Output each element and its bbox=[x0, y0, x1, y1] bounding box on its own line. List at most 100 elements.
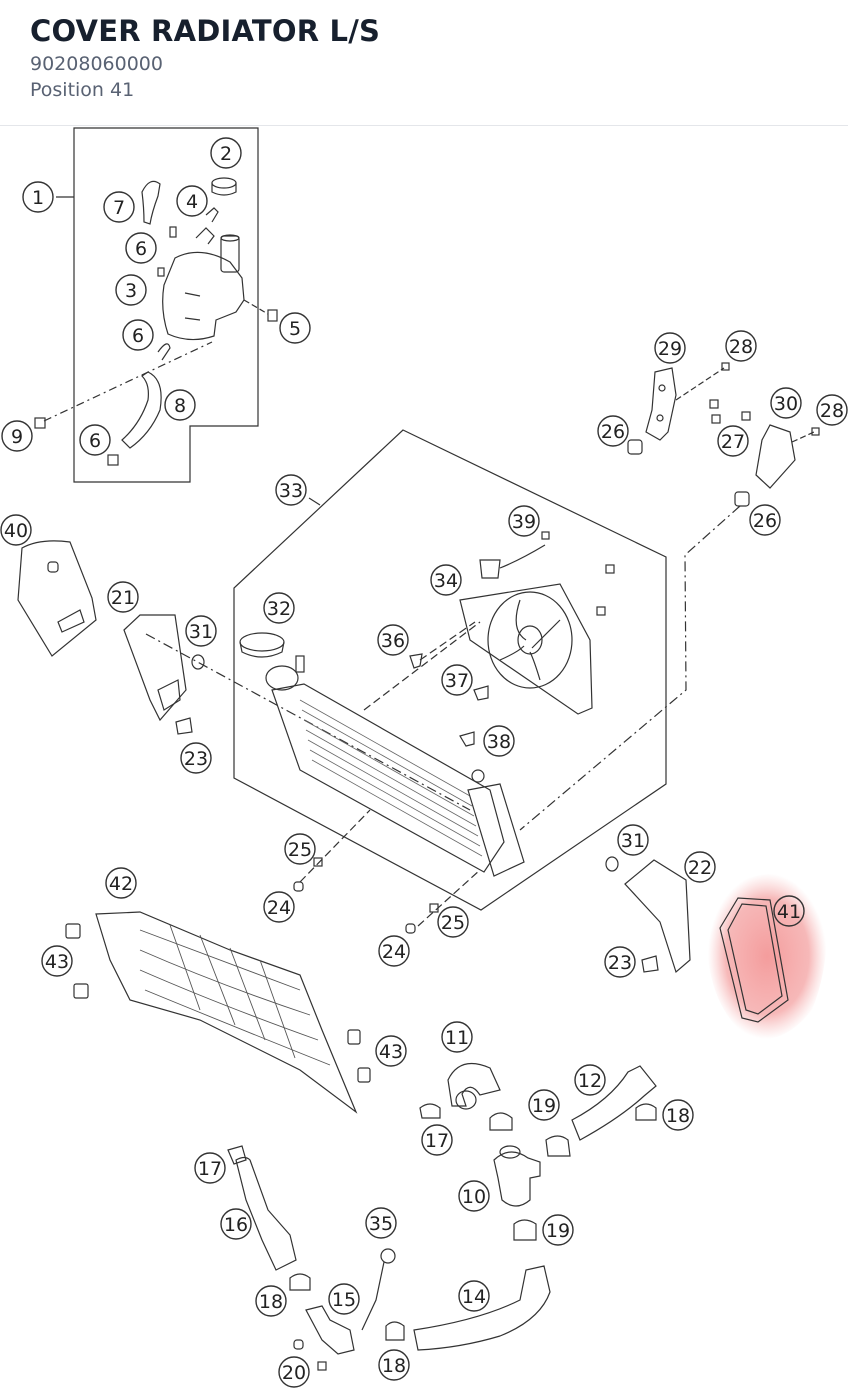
callout-circle bbox=[378, 935, 410, 967]
part-22-cover bbox=[624, 859, 691, 974]
callout-10: 10 bbox=[458, 1180, 490, 1212]
part-32-cap bbox=[239, 632, 285, 652]
callout-label: 15 bbox=[332, 1289, 356, 1311]
callout-label: 29 bbox=[658, 338, 682, 360]
callout-label: 30 bbox=[774, 393, 798, 415]
callout-label: 7 bbox=[113, 197, 125, 219]
callout-label: 9 bbox=[11, 426, 23, 448]
callout-23: 23 bbox=[604, 946, 636, 978]
callout-39: 39 bbox=[508, 505, 540, 537]
callout-label: 6 bbox=[135, 238, 147, 260]
callout-label: 31 bbox=[189, 621, 213, 643]
callout-label: 41 bbox=[777, 901, 801, 923]
callout-label: 28 bbox=[729, 336, 753, 358]
callout-circle bbox=[654, 332, 686, 364]
callout-circle bbox=[662, 1099, 694, 1131]
callout-circle bbox=[328, 1283, 360, 1315]
callout-circle bbox=[22, 181, 54, 213]
callout-label: 3 bbox=[125, 280, 137, 302]
callout-circle bbox=[542, 1214, 574, 1246]
callout-9: 9 bbox=[1, 420, 33, 452]
callout-label: 6 bbox=[89, 430, 101, 452]
callout-32: 32 bbox=[263, 592, 295, 624]
callout-circle bbox=[528, 1089, 560, 1121]
callout-label: 38 bbox=[487, 731, 511, 753]
callout-circle bbox=[164, 389, 196, 421]
callout-label: 17 bbox=[425, 1130, 449, 1152]
callout-label: 36 bbox=[381, 630, 405, 652]
callout-label: 22 bbox=[688, 857, 712, 879]
callout-38: 38 bbox=[483, 725, 515, 757]
callout-circle bbox=[263, 891, 295, 923]
header: COVER RADIATOR L/S 90208060000 Position … bbox=[0, 0, 848, 126]
callout-circle bbox=[604, 946, 636, 978]
callout-14: 14 bbox=[458, 1280, 490, 1312]
callout-label: 25 bbox=[288, 839, 312, 861]
diagram-svg: 1274635689629282630282726333940342132313… bbox=[0, 127, 848, 1388]
callout-circle bbox=[375, 1035, 407, 1067]
callout-3: 3 bbox=[115, 274, 147, 306]
callout-label: 33 bbox=[279, 480, 303, 502]
callout-29: 29 bbox=[654, 332, 686, 364]
callout-circle bbox=[441, 664, 473, 696]
position-label: Position 41 bbox=[30, 79, 135, 101]
callout-label: 17 bbox=[198, 1158, 222, 1180]
callout-label: 1 bbox=[32, 187, 44, 209]
callout-circle bbox=[41, 945, 73, 977]
callout-label: 23 bbox=[184, 748, 208, 770]
callout-circle bbox=[105, 867, 137, 899]
callout-18: 18 bbox=[662, 1099, 694, 1131]
callout-circle bbox=[255, 1285, 287, 1317]
callout-circle bbox=[284, 833, 316, 865]
callout-22: 22 bbox=[684, 851, 716, 883]
callout-label: 19 bbox=[546, 1220, 570, 1242]
part-41-cover-radiator-ls bbox=[719, 897, 789, 1023]
callout-circle bbox=[194, 1152, 226, 1184]
part-42-grille bbox=[95, 911, 358, 1114]
callout-label: 27 bbox=[721, 431, 745, 453]
callout-label: 25 bbox=[441, 912, 465, 934]
part-15-hose bbox=[305, 1305, 355, 1355]
part-12-hose bbox=[571, 1065, 657, 1141]
callout-15: 15 bbox=[328, 1283, 360, 1315]
part-40-cover bbox=[17, 540, 97, 657]
callout-label: 40 bbox=[4, 520, 28, 542]
callout-label: 39 bbox=[512, 511, 536, 533]
callout-circle bbox=[483, 725, 515, 757]
callout-31: 31 bbox=[185, 615, 217, 647]
callout-label: 11 bbox=[445, 1027, 469, 1049]
callout-circle bbox=[176, 185, 208, 217]
part-16-hose bbox=[235, 1156, 297, 1271]
callout-label: 23 bbox=[608, 952, 632, 974]
callout-circle bbox=[220, 1208, 252, 1240]
callout-circle bbox=[574, 1064, 606, 1096]
callout-21: 21 bbox=[107, 581, 139, 613]
callout-label: 18 bbox=[382, 1355, 406, 1377]
callout-label: 20 bbox=[282, 1362, 306, 1384]
callout-20: 20 bbox=[278, 1356, 310, 1388]
callout-label: 28 bbox=[820, 400, 844, 422]
callout-label: 34 bbox=[434, 570, 458, 592]
callout-34: 34 bbox=[430, 564, 462, 596]
callout-label: 37 bbox=[445, 670, 469, 692]
callout-5: 5 bbox=[279, 312, 311, 344]
callout-27: 27 bbox=[717, 425, 749, 457]
callout-8: 8 bbox=[164, 389, 196, 421]
part-11-hose bbox=[447, 1062, 501, 1107]
callout-circle bbox=[441, 1021, 473, 1053]
callout-label: 6 bbox=[132, 325, 144, 347]
callout-circle bbox=[378, 1349, 410, 1381]
callout-label: 42 bbox=[109, 873, 133, 895]
callout-label: 19 bbox=[532, 1095, 556, 1117]
callout-circle bbox=[430, 564, 462, 596]
callout-30: 30 bbox=[770, 387, 802, 419]
callout-circle bbox=[421, 1124, 453, 1156]
callout-label: 24 bbox=[382, 941, 406, 963]
callout-label: 26 bbox=[753, 510, 777, 532]
highlight-position-41[interactable] bbox=[707, 873, 827, 1040]
callout-circle bbox=[749, 504, 781, 536]
callout-label: 4 bbox=[186, 191, 198, 213]
callout-41[interactable]: 41 bbox=[773, 895, 805, 927]
callout-circle bbox=[437, 906, 469, 938]
